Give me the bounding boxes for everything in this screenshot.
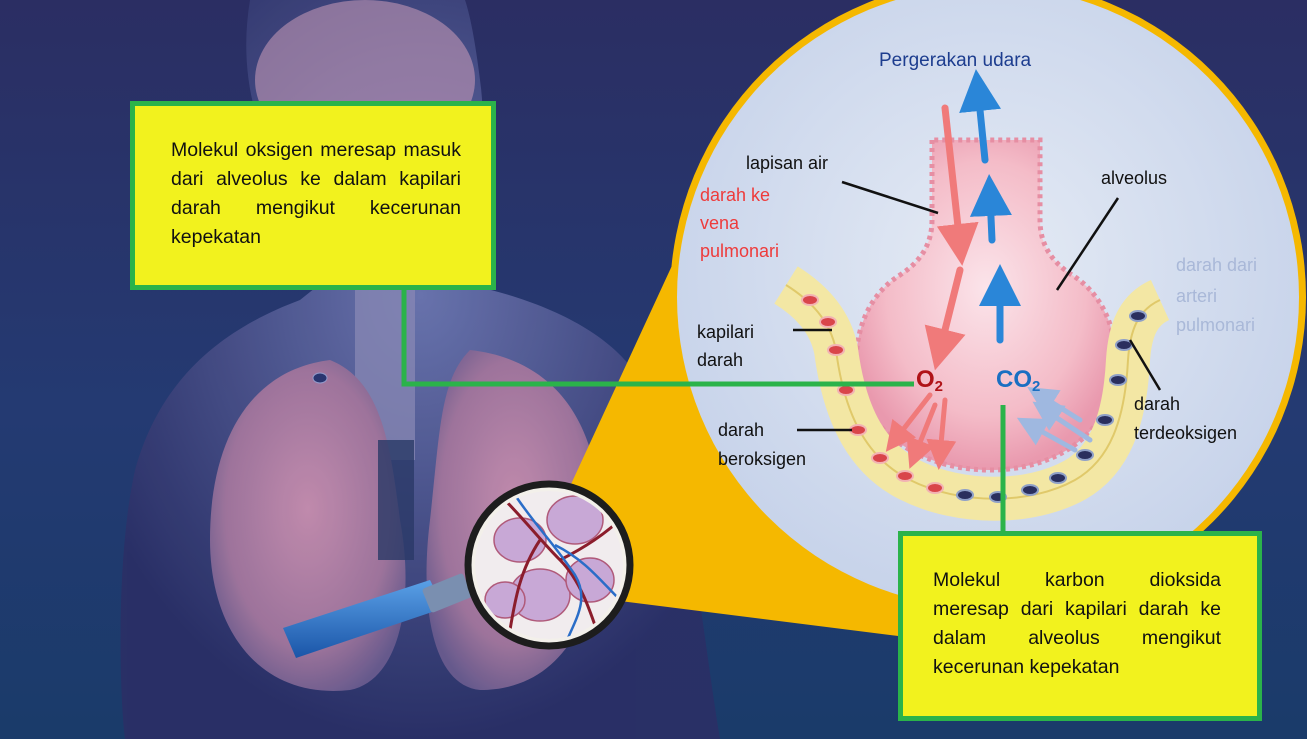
blood-to-vein-label-line1: darah ke (700, 185, 771, 205)
oxygenated-blood-label-line1: darah (718, 420, 765, 440)
co2-diffusion-callout: Molekul karbon dioksida meresap dari kap… (898, 531, 1262, 721)
co2-main: CO (996, 366, 1032, 393)
blood-to-vein-label-line2: vena (700, 213, 740, 233)
air-movement-label: Pergerakan udara (879, 50, 1032, 71)
deoxygenated-blood-label-line2: terdeoksigen (1134, 423, 1238, 443)
capillary-label-line2: darah (697, 350, 744, 370)
oxygen-diffusion-text: Molekul oksigen meresap masuk dari alveo… (171, 139, 461, 248)
co2-molecule-label: CO2 (996, 366, 1040, 395)
alveolus-zoom-circle (670, 0, 1306, 615)
connector-lines (401, 290, 1006, 531)
blood-to-vein-label-line3: pulmonari (700, 241, 780, 261)
blood-from-artery-label-line1: darah dari (1176, 255, 1258, 275)
magnifying-glass (283, 480, 634, 658)
blood-from-artery-label-line3: pulmonari (1176, 315, 1256, 335)
oxygenated-blood-label-line2: beroksigen (718, 449, 807, 469)
deoxygenated-blood-label-line1: darah (1134, 394, 1181, 414)
alveolus-label: alveolus (1101, 168, 1168, 188)
co2-diffusion-text: Molekul karbon dioksida meresap dari kap… (933, 569, 1221, 678)
o2-subscript: 2 (934, 378, 944, 395)
oxygen-molecule-label: O2 (916, 366, 943, 395)
blood-from-artery-label-line2: arteri (1176, 286, 1218, 306)
o2-main: O (916, 366, 935, 393)
oxygen-diffusion-callout: Molekul oksigen meresap masuk dari alveo… (130, 101, 496, 290)
capillary-label-line1: kapilari (697, 322, 755, 342)
co2-subscript: 2 (1032, 378, 1041, 395)
water-layer-label: lapisan air (746, 153, 829, 173)
